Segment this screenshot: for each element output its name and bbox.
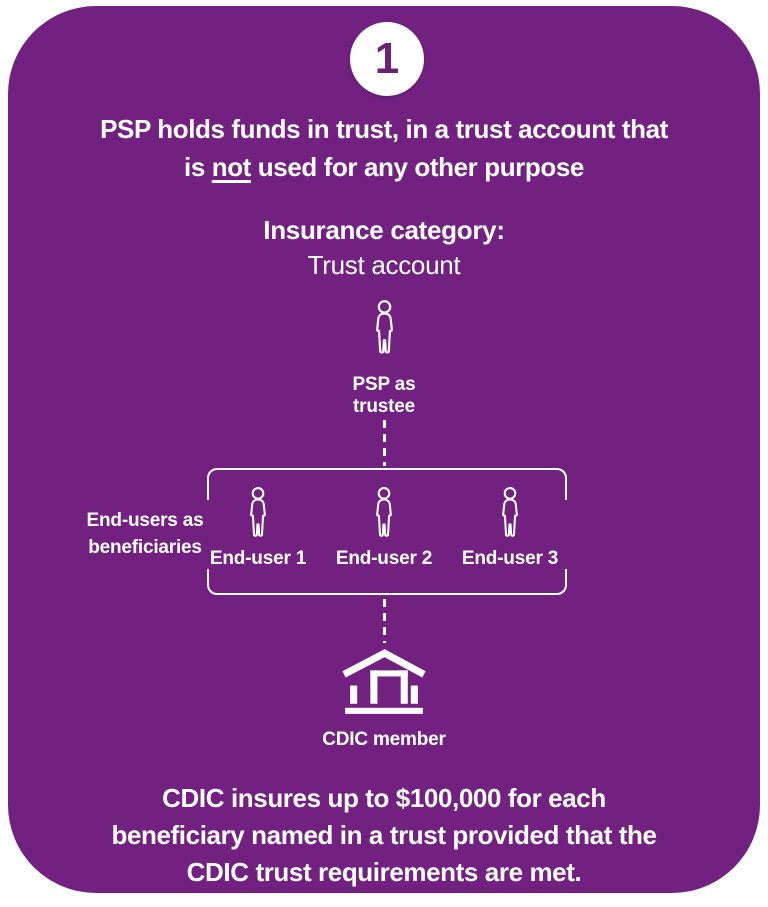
bracket-top — [207, 468, 567, 500]
bank-icon — [340, 648, 428, 714]
end-user-3: End-user 3 — [451, 486, 569, 570]
end-users-row: End-user 1 End-user 2 End-user 3 — [0, 486, 768, 570]
insurance-category-block: Insurance category: Trust account — [0, 213, 768, 283]
person-icon — [369, 299, 400, 357]
footer-line2: beneficiary named in a trust provided th… — [111, 820, 657, 850]
underlined-word: not — [211, 152, 252, 182]
step-number-badge: 1 — [350, 22, 424, 96]
footer-text: CDIC insures up to $100,000 for each ben… — [0, 780, 768, 891]
footer-line1: CDIC insures up to $100,000 for each — [162, 783, 606, 813]
bracket-bottom — [207, 569, 567, 595]
person-icon — [243, 486, 273, 540]
heading-line2: is not used for any other purpose — [184, 152, 584, 182]
step-number: 1 — [374, 34, 400, 83]
end-user-1: End-user 1 — [199, 486, 317, 570]
insurance-category-value: Trust account — [307, 250, 461, 280]
person-icon — [369, 486, 399, 540]
beneficiaries-side-label: End-users as beneficiaries — [55, 507, 235, 561]
end-user-1-label: End-user 1 — [209, 548, 307, 569]
dashed-connector-top — [383, 420, 386, 466]
heading: PSP holds funds in trust, in a trust acc… — [0, 110, 768, 186]
beneficiaries-side-label-line1: End-users as — [86, 510, 204, 531]
beneficiaries-side-label-line2: beneficiaries — [88, 537, 202, 558]
cdic-member-label: CDIC member — [322, 729, 446, 750]
heading-line1: PSP holds funds in trust, in a trust acc… — [100, 114, 668, 144]
person-icon — [495, 486, 525, 540]
end-user-3-label: End-user 3 — [461, 548, 559, 569]
insurance-category-label: Insurance category: — [263, 215, 505, 245]
trustee-icon-wrap — [0, 299, 768, 357]
end-user-2-label: End-user 2 — [335, 548, 433, 569]
trustee-label: PSP as trustee — [0, 374, 768, 418]
trustee-label-line2: trustee — [353, 396, 415, 417]
footer-line3: CDIC trust requirements are met. — [186, 857, 582, 887]
trustee-label-line1: PSP as — [352, 374, 416, 395]
end-user-2: End-user 2 — [325, 486, 443, 570]
cdic-bank-wrap — [0, 648, 768, 714]
dashed-connector-bottom — [383, 599, 386, 643]
